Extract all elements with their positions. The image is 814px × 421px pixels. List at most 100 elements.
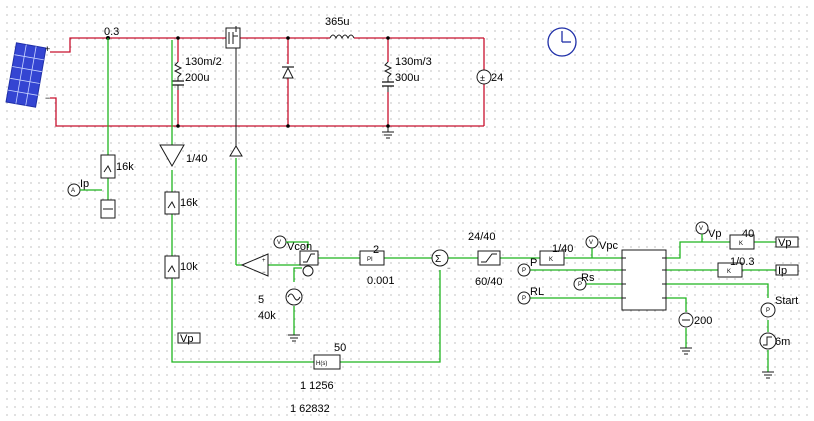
- limiter-block-small[interactable]: [299, 250, 319, 266]
- sine-source-icon[interactable]: 5 40k: [258, 288, 303, 322]
- gain-k-block-1-03[interactable]: K 1/0.3: [717, 256, 754, 278]
- rl-input-probe[interactable]: P RL: [517, 286, 544, 305]
- svg-text:−: −: [45, 93, 50, 103]
- vp-voltmeter-right[interactable]: V Vp: [695, 221, 721, 242]
- step-source-icon[interactable]: 6m: [759, 332, 790, 350]
- sine-amp-label: 5: [258, 294, 264, 306]
- p-label: P: [530, 257, 537, 269]
- power-wires: [50, 37, 485, 127]
- solar-panel-icon[interactable]: + −: [5, 42, 50, 108]
- tf-coeff-1: 1 1256: [300, 380, 334, 392]
- ip-out-label: Ip: [778, 265, 787, 277]
- sensor-gain-2: 16k: [180, 197, 198, 209]
- svg-text:P: P: [766, 308, 770, 314]
- svg-text:+: +: [262, 258, 266, 264]
- probe-small-meter[interactable]: [302, 265, 314, 277]
- capacitor-2[interactable]: 300u: [382, 72, 419, 92]
- start-probe[interactable]: P Start: [760, 295, 798, 318]
- sensor-gain-1: 16k: [116, 161, 134, 173]
- battery-value: 24: [491, 72, 503, 84]
- resistor-1-value: 130m/2: [185, 56, 222, 68]
- gate-driver-icon[interactable]: [229, 145, 243, 157]
- start-label: Start: [775, 295, 798, 307]
- vcon-voltmeter[interactable]: V Vcon: [273, 235, 312, 253]
- current-sensor-block[interactable]: 16k: [100, 154, 134, 179]
- gain-k-block-40[interactable]: K 40: [729, 228, 755, 250]
- step-time-label: 6m: [775, 336, 790, 348]
- capacitor-2-value: 300u: [395, 72, 419, 84]
- const-200-source[interactable]: 200: [678, 312, 712, 328]
- rs-label: Rs: [581, 272, 595, 284]
- voltage-sensor-10k[interactable]: 10k: [164, 255, 198, 279]
- svg-text:P: P: [578, 282, 582, 288]
- const-200-label: 200: [694, 315, 712, 327]
- vpc-label: Vpc: [599, 240, 618, 252]
- capacitor-1[interactable]: 200u: [172, 72, 209, 90]
- limiter-block[interactable]: 24/40 60/40: [468, 231, 503, 288]
- gain-1-03-label: 1/0.3: [730, 256, 754, 268]
- limiter-upper-label: 24/40: [468, 231, 496, 243]
- capacitor-1-value: 200u: [185, 72, 209, 84]
- gain-k-block-1-40[interactable]: K 1/40: [539, 243, 573, 266]
- ammeter-glyph: A: [71, 188, 75, 194]
- node-value-label: 0.3: [104, 26, 119, 38]
- vp-tag-out[interactable]: Vp: [775, 236, 799, 249]
- vp-tag-left[interactable]: Vp: [177, 332, 201, 345]
- vpc-voltmeter[interactable]: V Vpc: [585, 235, 618, 258]
- voltmeter-glyph: V: [277, 240, 281, 246]
- tf-coeff-2: 1 62832: [290, 403, 330, 415]
- limiter-lower-label: 60/40: [475, 276, 503, 288]
- probe-ip-meter[interactable]: A Ip: [67, 178, 102, 197]
- diode-icon[interactable]: [282, 66, 294, 79]
- tf-gain-label: 50: [334, 342, 346, 354]
- sine-freq-label: 40k: [258, 310, 276, 322]
- current-sensor-node[interactable]: 0.3: [104, 26, 119, 40]
- svg-text:−: −: [447, 266, 451, 272]
- ground-icon-sine: [288, 334, 300, 342]
- comparator-block[interactable]: + −: [240, 253, 269, 277]
- pi-controller-block[interactable]: PI 2 0.001: [359, 244, 395, 287]
- resistor-1[interactable]: 130m/2: [173, 56, 222, 78]
- voltmeter-glyph-2: V: [589, 240, 593, 246]
- ground-icon-power: [382, 126, 394, 139]
- inductor[interactable]: 365u: [325, 16, 355, 40]
- voltage-sensor-16k[interactable]: 16k: [164, 191, 198, 215]
- pi-time-label: 0.001: [367, 275, 395, 287]
- switch-mosfet-icon[interactable]: [225, 26, 241, 148]
- gain-block-1-40[interactable]: 1/40: [159, 144, 207, 168]
- control-wires: [107, 38, 776, 372]
- resistor-2[interactable]: 130m/3: [383, 56, 432, 78]
- mppt-controller-block[interactable]: [621, 249, 667, 311]
- pi-gain-label: 2: [373, 244, 379, 256]
- node-junctions: [176, 36, 390, 128]
- vp-right-label: Vp: [708, 228, 721, 240]
- battery-icon[interactable]: ± 24: [476, 69, 503, 85]
- vp-tag-left-label: Vp: [180, 333, 193, 345]
- svg-text:P: P: [522, 296, 526, 302]
- k-block-glyph-1: K: [549, 257, 553, 263]
- measure-block-left[interactable]: [100, 199, 116, 219]
- transfer-function-block[interactable]: H(s) 50 1 1256 1 62832: [290, 342, 346, 415]
- rs-input-probe[interactable]: P Rs: [573, 272, 595, 291]
- hs-block-glyph: H(s): [316, 361, 327, 367]
- inductor-value: 365u: [325, 16, 349, 28]
- svg-text:P: P: [522, 268, 526, 274]
- voltmeter-glyph-3: V: [699, 226, 703, 232]
- p-input-probe[interactable]: P P: [517, 257, 537, 277]
- k-block-glyph-2: K: [739, 241, 743, 247]
- svg-text:±: ±: [480, 73, 485, 83]
- vcon-label: Vcon: [287, 241, 312, 253]
- resistor-2-value: 130m/3: [395, 56, 432, 68]
- summing-junction[interactable]: Σ −: [431, 249, 451, 272]
- svg-text:Σ: Σ: [435, 254, 441, 265]
- gain-1-40-b-label: 1/40: [552, 243, 573, 255]
- ip-tag-out[interactable]: Ip: [775, 264, 799, 277]
- svg-text:+: +: [45, 44, 50, 54]
- vp-out-label: Vp: [778, 237, 791, 249]
- ground-icon-const: [680, 347, 692, 355]
- k-block-glyph-3: K: [727, 269, 731, 275]
- ground-icon-step: [762, 371, 774, 379]
- probe-ip-label: Ip: [80, 178, 89, 190]
- gain-1-40-label: 1/40: [186, 153, 207, 165]
- svg-text:−: −: [262, 270, 266, 276]
